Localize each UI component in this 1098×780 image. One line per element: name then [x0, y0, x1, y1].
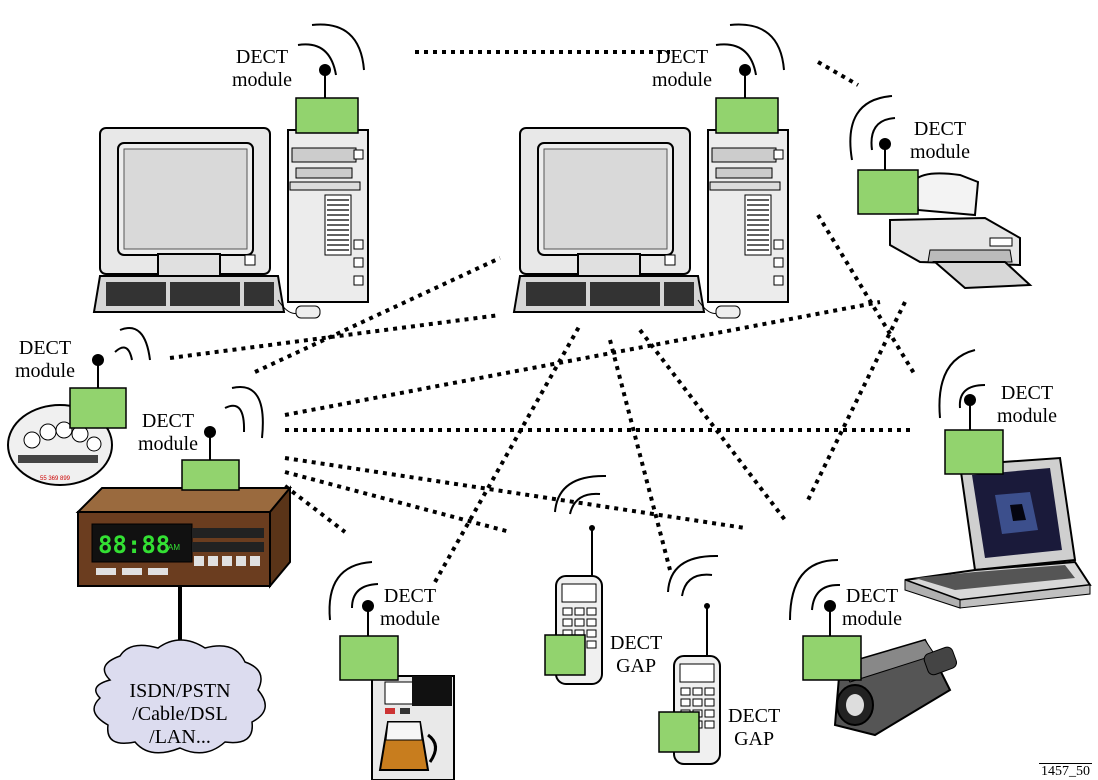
antenna-pc1 [319, 64, 331, 76]
antenna-basestation [204, 426, 216, 438]
link-base-handset1 [284, 470, 511, 534]
link-pc2-coffee [433, 324, 582, 583]
link-pc2-camcorder [638, 328, 787, 522]
wave-pc2-b [729, 23, 785, 71]
network-cloud-label: ISDN/PSTN /Cable/DSL /LAN... [129, 680, 231, 748]
wave-handset2-a [681, 573, 713, 597]
link-printer-laptop [816, 213, 917, 377]
antenna-pc2 [739, 64, 751, 76]
network-cloud [93, 639, 266, 754]
link-base-printer [284, 300, 881, 417]
wave-coffee-a [351, 583, 379, 609]
dect-module-meter [69, 387, 127, 429]
wave-base-b [231, 386, 264, 439]
dect-module-basestation [181, 459, 240, 491]
link-pc2-printer [817, 60, 859, 87]
wave-camcorder-a [811, 583, 841, 611]
antenna-laptop [964, 394, 976, 406]
wave-laptop-a [958, 384, 986, 409]
antenna-printer [879, 138, 891, 150]
link-pc1-basestation [254, 256, 501, 374]
dect-links [169, 50, 917, 583]
clock-ampm: AM [168, 543, 180, 552]
dect-module-coffee [339, 635, 399, 681]
dect-module-laptop [944, 429, 1004, 475]
wave-camcorder-b [789, 559, 839, 621]
meter-number: 55 369 899 [40, 476, 71, 482]
desktop-computer-2 [512, 127, 789, 319]
base-station: 88:88 AM [75, 485, 293, 589]
figure-id: 1457_50 [1039, 763, 1092, 779]
antenna-camcorder [824, 600, 836, 612]
camcorder [833, 638, 958, 737]
laptop [904, 456, 1092, 609]
clock-display: 88:88 [98, 531, 170, 559]
link-base-coffee [283, 484, 347, 534]
wave-coffee-b [328, 561, 373, 621]
wave-handset1-a [569, 492, 601, 515]
dect-module-pc2 [715, 97, 779, 134]
wave-pc1-b [311, 23, 365, 71]
link-laptop-camcorder [806, 301, 907, 501]
dect-gap-handset2 [658, 711, 700, 753]
radio-waves [114, 23, 986, 621]
dect-module-camcorder [802, 635, 862, 681]
link-base-camcorder [284, 456, 746, 530]
dect-gap-handset1 [544, 634, 586, 676]
coffee-maker [371, 675, 455, 780]
wave-pc1-a [297, 43, 337, 76]
desktop-computer-1 [92, 127, 369, 319]
link-pc2-handset2 [608, 339, 672, 571]
dect-module-printer [857, 169, 919, 215]
antenna-meter [92, 354, 104, 366]
wave-printer-a [870, 117, 896, 151]
wave-handset2-b [667, 554, 719, 593]
wave-pc2-a [715, 43, 757, 76]
printer [889, 172, 1033, 290]
wave-printer-b [849, 95, 893, 161]
dect-module-pc1 [295, 97, 359, 134]
wave-laptop-b [938, 349, 976, 419]
wave-meter-a [114, 346, 133, 361]
wave-meter-b [119, 327, 151, 361]
link-meter-pc2 [169, 313, 501, 360]
wave-handset1-b [554, 474, 607, 513]
antenna-coffee [362, 600, 374, 612]
wave-base-a [224, 404, 246, 433]
